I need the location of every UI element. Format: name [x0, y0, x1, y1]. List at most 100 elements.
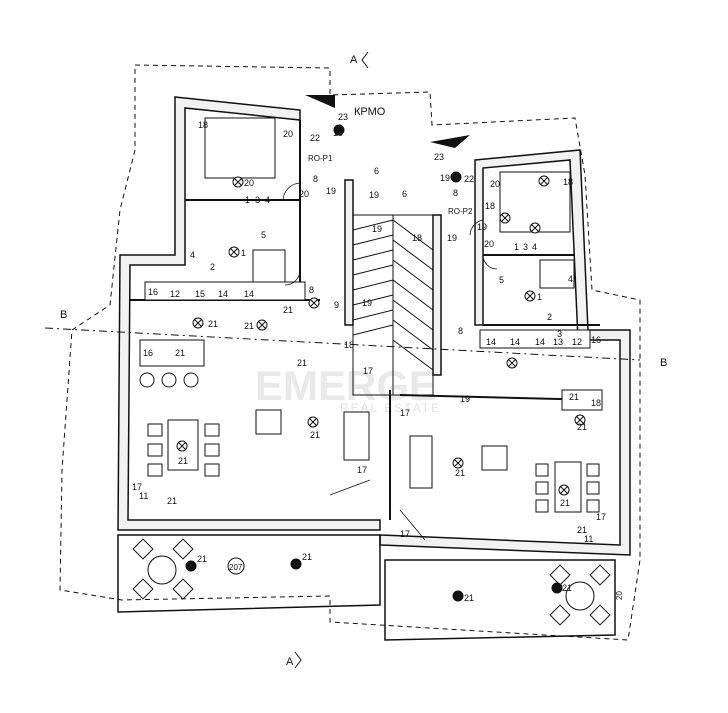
circuit-label: 11: [139, 491, 148, 501]
circuit-label: 5: [499, 275, 504, 285]
circuit-label: 20: [244, 178, 254, 188]
circuit-label: 1: [245, 195, 250, 205]
circuit-label: 17: [132, 482, 142, 492]
circuit-label: 3: [523, 242, 528, 252]
door-swings: [282, 182, 498, 541]
right-wing-wall: [379, 149, 631, 556]
balcony-furniture: [132, 538, 611, 626]
circuit-label: 19: [460, 394, 470, 404]
panel-left: RO-P1: [308, 154, 333, 163]
circuit-label: 19: [372, 224, 382, 234]
circuit-label: 4: [190, 250, 195, 260]
circuit-label: 21: [562, 583, 572, 593]
circuit-label: 17: [400, 408, 410, 418]
kitchen-counter-left: [139, 339, 205, 367]
circuit-labels: 23 23 22 22 19 19 18 18 20 20 20 1 1 1 3…: [132, 112, 606, 603]
circuit-label: 16: [591, 335, 601, 345]
circuit-label: 18: [412, 233, 422, 243]
side-dimension: 20: [615, 591, 624, 600]
circuit-label: 16: [148, 287, 158, 297]
circuit-label: 9: [334, 300, 339, 310]
section-b-left: B: [60, 309, 67, 321]
circuit-label: 18: [485, 201, 495, 211]
circuit-label: 8: [313, 174, 318, 184]
circuit-label: 19: [333, 128, 343, 138]
circuit-label: 6: [374, 166, 379, 176]
circuit-label: 14: [535, 337, 545, 347]
circuit-label: 21: [560, 498, 570, 508]
circuit-label: 14: [486, 337, 496, 347]
circuit-label: 23: [338, 112, 348, 122]
stair-wall-left: [344, 179, 354, 326]
circuit-label: 18: [198, 120, 208, 130]
circuit-label: 2: [210, 262, 215, 272]
circuit-label: 21: [297, 358, 307, 368]
circuit-label: 20: [283, 129, 293, 139]
bath-left: [252, 249, 286, 285]
circuit-label: 22: [310, 133, 320, 143]
armchair-right: [481, 445, 508, 471]
circuit-label: 17: [363, 366, 373, 376]
circuit-label: 4: [568, 274, 573, 284]
left-balcony: [117, 534, 381, 613]
circuit-label: 4: [265, 195, 270, 205]
sofa-left: [343, 411, 370, 461]
watermark: EMERGE REAL ESTATE: [255, 362, 439, 415]
balconies: [117, 534, 616, 641]
right-balcony: [384, 559, 616, 641]
circuit-label: 11: [584, 534, 593, 544]
armchair-left: [255, 409, 282, 435]
circuit-label: 20: [484, 239, 494, 249]
circuit-label: 17: [596, 512, 606, 522]
socket-symbols: [185, 124, 563, 602]
section-a-bottom: A: [286, 656, 294, 668]
circuit-label: 21: [208, 319, 218, 329]
light-fixtures: [176, 175, 586, 496]
circuit-label: 8: [309, 285, 314, 295]
circuit-label: 14: [244, 289, 254, 299]
circuit-label: 22: [464, 174, 474, 184]
circuit-label: 21: [310, 430, 320, 440]
circuit-label: 18: [563, 177, 573, 187]
section-b-right: B: [660, 357, 667, 369]
circuit-label: 19: [447, 233, 457, 243]
counter-row-right: [479, 329, 591, 349]
room-code: КРМО: [354, 106, 386, 118]
circuit-label: 8: [458, 326, 463, 336]
counter-row-left: [144, 281, 306, 301]
circuit-label: 4: [532, 242, 537, 252]
circuit-label: 21: [244, 321, 254, 331]
circuit-label: 3: [255, 195, 260, 205]
dining-table-right: [554, 461, 582, 513]
circuit-label: 3: [557, 329, 562, 339]
circuit-label: 14: [218, 289, 228, 299]
circuit-label: 21: [178, 456, 188, 466]
dining-chairs: [139, 372, 600, 513]
circuit-label: 14: [510, 337, 520, 347]
circuit-label: 19: [362, 298, 372, 308]
circuit-label: 16: [143, 348, 153, 358]
section-a-top: A: [350, 54, 358, 66]
circuit-label: 21: [569, 392, 579, 402]
circuit-label: 21: [577, 422, 587, 432]
circuit-label: 1: [241, 248, 246, 258]
circuit-label: 21: [455, 468, 465, 478]
stair-wall-right: [432, 214, 442, 376]
circuit-label: 1: [514, 242, 519, 252]
circuit-label: 21: [464, 593, 474, 603]
circuit-label: 20: [490, 179, 500, 189]
circuit-label: 2: [547, 312, 552, 322]
circuit-label: 17: [400, 529, 410, 539]
circuit-label: 12: [572, 337, 582, 347]
circuit-label: 21: [283, 305, 293, 315]
furniture: [139, 117, 603, 513]
circuit-label: 13: [553, 337, 563, 347]
circuit-label: 8: [453, 188, 458, 198]
area-tag: 207: [229, 563, 243, 572]
circuit-label: 19: [477, 222, 487, 232]
kitchen-counter-right: [561, 389, 603, 411]
section-markers: [294, 51, 369, 669]
circuit-label: 12: [170, 289, 180, 299]
panel-right: RO-P2: [448, 207, 473, 216]
